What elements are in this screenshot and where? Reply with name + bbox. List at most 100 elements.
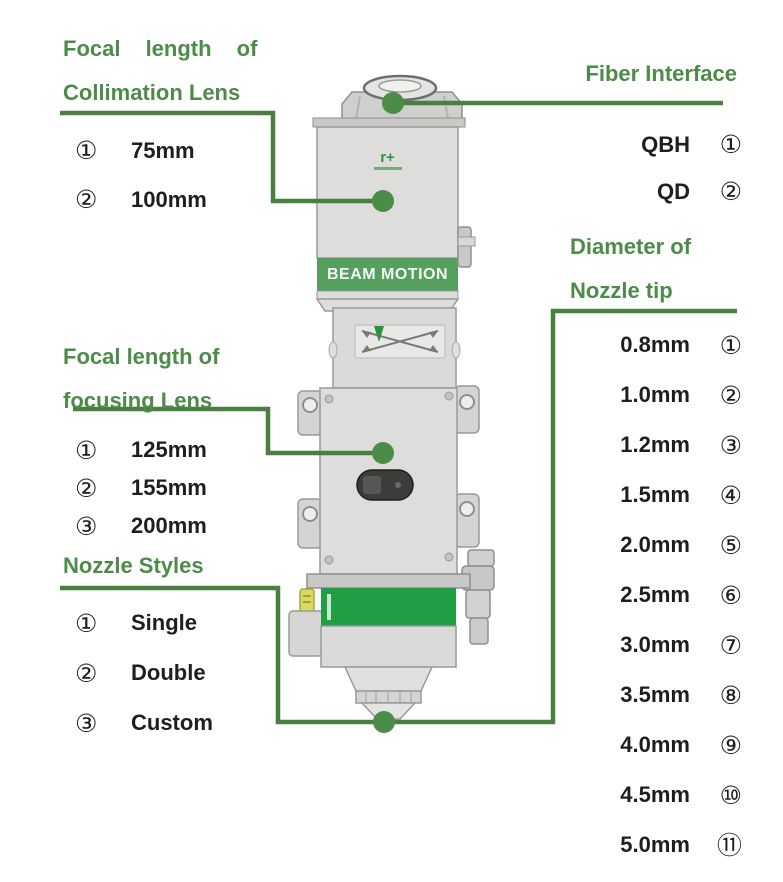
item-value: 3.5mm: [620, 682, 690, 707]
item-value: Custom: [131, 710, 213, 735]
item-value: 5.0mm: [620, 832, 690, 857]
list-item: ③ 200mm: [63, 507, 207, 545]
item-number: ①: [719, 330, 742, 360]
list-item: ② 155mm: [63, 469, 207, 507]
fiber-interface-list: QBH ① QD ②: [560, 121, 742, 215]
item-number: ①: [75, 136, 98, 165]
focusing-leader-line: [73, 406, 383, 456]
brand-logo-subtext-bar: [373, 167, 402, 170]
item-value: 4.0mm: [620, 732, 690, 757]
item-value: 100mm: [131, 186, 207, 212]
item-number: ⑤: [719, 530, 742, 560]
item-number: ②: [719, 380, 742, 410]
focusing-lens-title: Focal length of focusing Lens: [63, 335, 219, 423]
brand-logo-mark: r+: [380, 149, 395, 166]
item-number: ②: [75, 473, 98, 503]
list-item: 1.0mm ②: [560, 370, 742, 420]
neck-section: [328, 307, 461, 389]
item-number: ⑩: [719, 780, 742, 810]
list-item: 4.5mm ⑩: [560, 770, 742, 820]
item-number: ③: [719, 430, 742, 460]
item-number: ⑪: [716, 830, 742, 860]
item-value: 3.0mm: [620, 632, 690, 657]
item-value: 2.0mm: [620, 532, 690, 557]
nozzle-assembly: [288, 573, 471, 720]
item-number: ⑥: [719, 580, 742, 610]
item-number: ⑦: [719, 630, 742, 660]
item-number: ①: [75, 435, 98, 465]
item-number: ⑧: [719, 680, 742, 710]
item-value: 1.2mm: [620, 432, 690, 457]
nozzle-tip-dot: [373, 711, 395, 733]
item-number: ①: [75, 608, 98, 638]
item-value: 4.5mm: [620, 782, 690, 807]
list-item: 0.8mm ①: [560, 320, 742, 370]
lower-body: [297, 385, 480, 575]
focusing-lens-dot: [372, 442, 394, 464]
item-value: 125mm: [131, 437, 207, 462]
list-item: ① 125mm: [63, 431, 207, 469]
beam-motion-label: BEAM MOTION: [326, 266, 449, 283]
focusing-title-line2: focusing Lens: [63, 388, 213, 413]
nozzle-styles-title: Nozzle Styles: [63, 553, 204, 578]
side-connector: [457, 226, 472, 268]
item-value: 1.5mm: [620, 482, 690, 507]
nozzle-tip-title-line2: Nozzle tip: [570, 278, 673, 303]
collimation-leader-line: [60, 110, 383, 204]
nozzle-green-band: [321, 588, 456, 626]
collimation-title-line1: Focal length of: [63, 36, 258, 61]
collimation-lens-dot: [372, 190, 394, 212]
list-item: QBH ①: [560, 121, 742, 168]
focusing-lens-list: ① 125mm ② 155mm ③ 200mm: [63, 431, 207, 545]
item-value: 0.8mm: [620, 332, 690, 357]
item-value: QBH: [641, 131, 690, 157]
leader-dots: [372, 92, 404, 733]
fiber-interface-title: Fiber Interface: [585, 61, 737, 86]
item-value: 1.0mm: [620, 382, 690, 407]
item-number: ③: [75, 511, 98, 541]
brand-logo-icon: r+: [317, 150, 458, 170]
list-item: 4.0mm ⑨: [560, 720, 742, 770]
nozzle-cone: [343, 666, 434, 692]
item-value: Single: [131, 610, 198, 635]
item-value: 200mm: [131, 513, 207, 538]
list-item: 1.2mm ③: [560, 420, 742, 470]
right-fittings: [461, 549, 495, 645]
list-item: ② 100mm: [63, 175, 207, 224]
nozzle-tip: [360, 702, 417, 720]
item-value: 2.5mm: [620, 582, 690, 607]
item-value: 75mm: [131, 137, 195, 163]
item-number: ①: [719, 130, 742, 159]
focusing-title-line1: Focal length of: [63, 344, 220, 369]
collimation-title-line2: Collimation Lens: [63, 80, 241, 105]
list-item: ③ Custom: [63, 698, 213, 748]
beam-motion-band: [317, 258, 458, 291]
crossed-arrows-icon: [361, 330, 439, 353]
item-value: QD: [657, 178, 690, 204]
green-wedge-icon: [374, 326, 384, 342]
list-item: 2.5mm ⑥: [560, 570, 742, 620]
list-item: 1.5mm ④: [560, 470, 742, 520]
item-number: ④: [719, 480, 742, 510]
list-item: 3.5mm ⑧: [560, 670, 742, 720]
list-item: QD ②: [560, 168, 742, 215]
item-number: ②: [75, 658, 98, 688]
list-item: 2.0mm ⑤: [560, 520, 742, 570]
list-item: 5.0mm ⑪: [560, 820, 742, 870]
annotation-lines: [60, 100, 737, 725]
nozzle-tip-title: Diameter of Nozzle tip: [570, 225, 691, 313]
nozzle-leader-line: [60, 308, 737, 725]
nozzle-tip-title-line1: Diameter of: [570, 234, 692, 259]
item-number: ⑨: [719, 730, 742, 760]
list-item: ② Double: [63, 648, 213, 698]
fiber-interface-dot: [382, 92, 404, 114]
list-item: ① 75mm: [63, 126, 207, 175]
list-item: 3.0mm ⑦: [560, 620, 742, 670]
item-number: ②: [719, 177, 742, 206]
collimation-lens-title: Focal length of Collimation Lens: [63, 27, 257, 115]
item-value: Double: [131, 660, 206, 685]
item-value: 155mm: [131, 475, 207, 500]
nozzle-styles-list: ① Single ② Double ③ Custom: [63, 598, 213, 748]
